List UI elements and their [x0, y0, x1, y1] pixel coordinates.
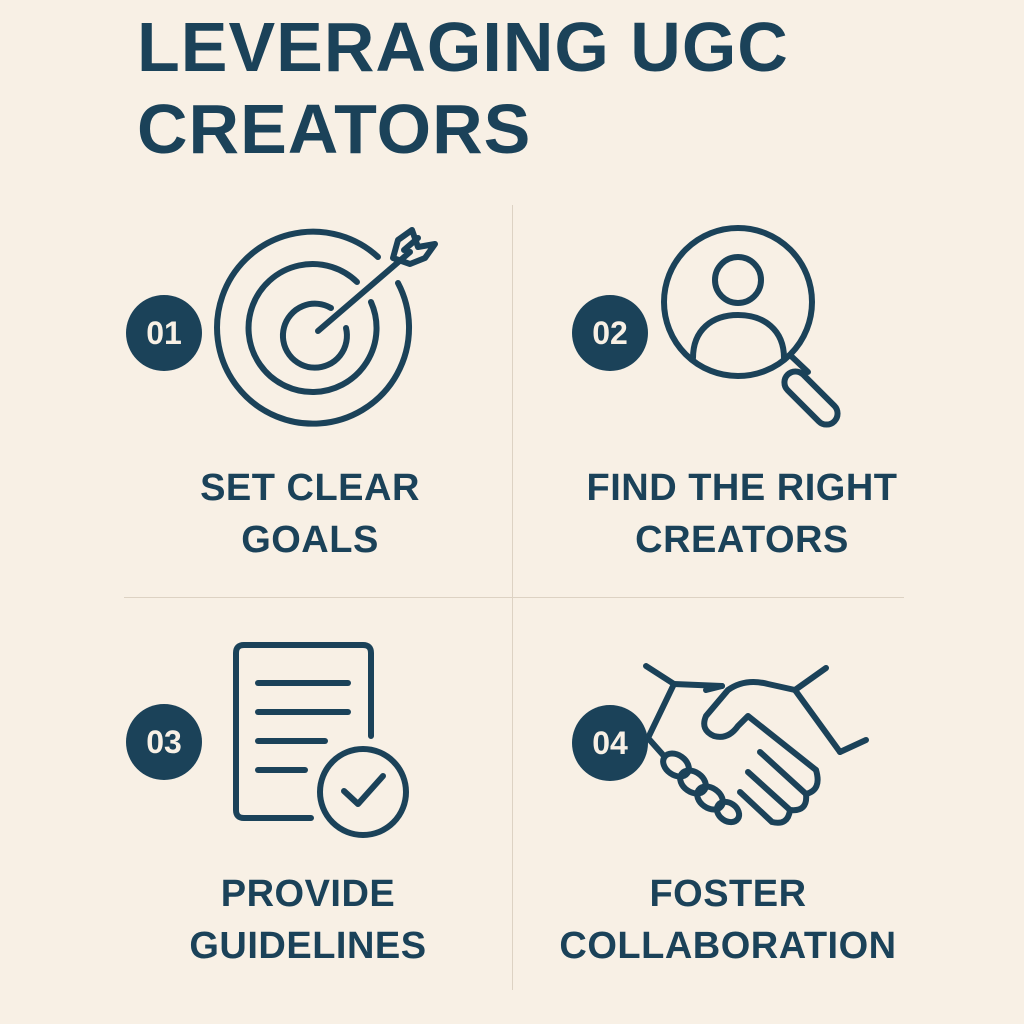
step-number: 03: [146, 723, 182, 760]
step-number-badge: 03: [126, 704, 202, 780]
step-number-badge: 01: [126, 295, 202, 371]
step-number-badge: 02: [572, 295, 648, 371]
step-number-badge: 04: [572, 705, 648, 781]
magnifier-person-icon: [661, 225, 841, 428]
step-number: 04: [592, 724, 628, 761]
step-number: 01: [146, 314, 182, 351]
step-label: FOSTER COLLABORATION: [559, 873, 897, 967]
step-label: SET CLEAR GOALS: [200, 467, 420, 561]
handshake-icon: [643, 663, 869, 826]
step-label: PROVIDE GUIDELINES: [189, 873, 427, 967]
page-title: LEVERAGING UGC CREATORS: [137, 6, 789, 170]
horizontal-divider: [124, 597, 904, 598]
title-line-2: CREATORS: [137, 90, 532, 168]
document-check-icon: [233, 642, 409, 838]
step-label: FIND THE RIGHT CREATORS: [586, 467, 898, 561]
title-line-1: LEVERAGING UGC: [137, 8, 789, 86]
step-number: 02: [592, 314, 628, 351]
target-arrow-icon: [214, 227, 438, 427]
